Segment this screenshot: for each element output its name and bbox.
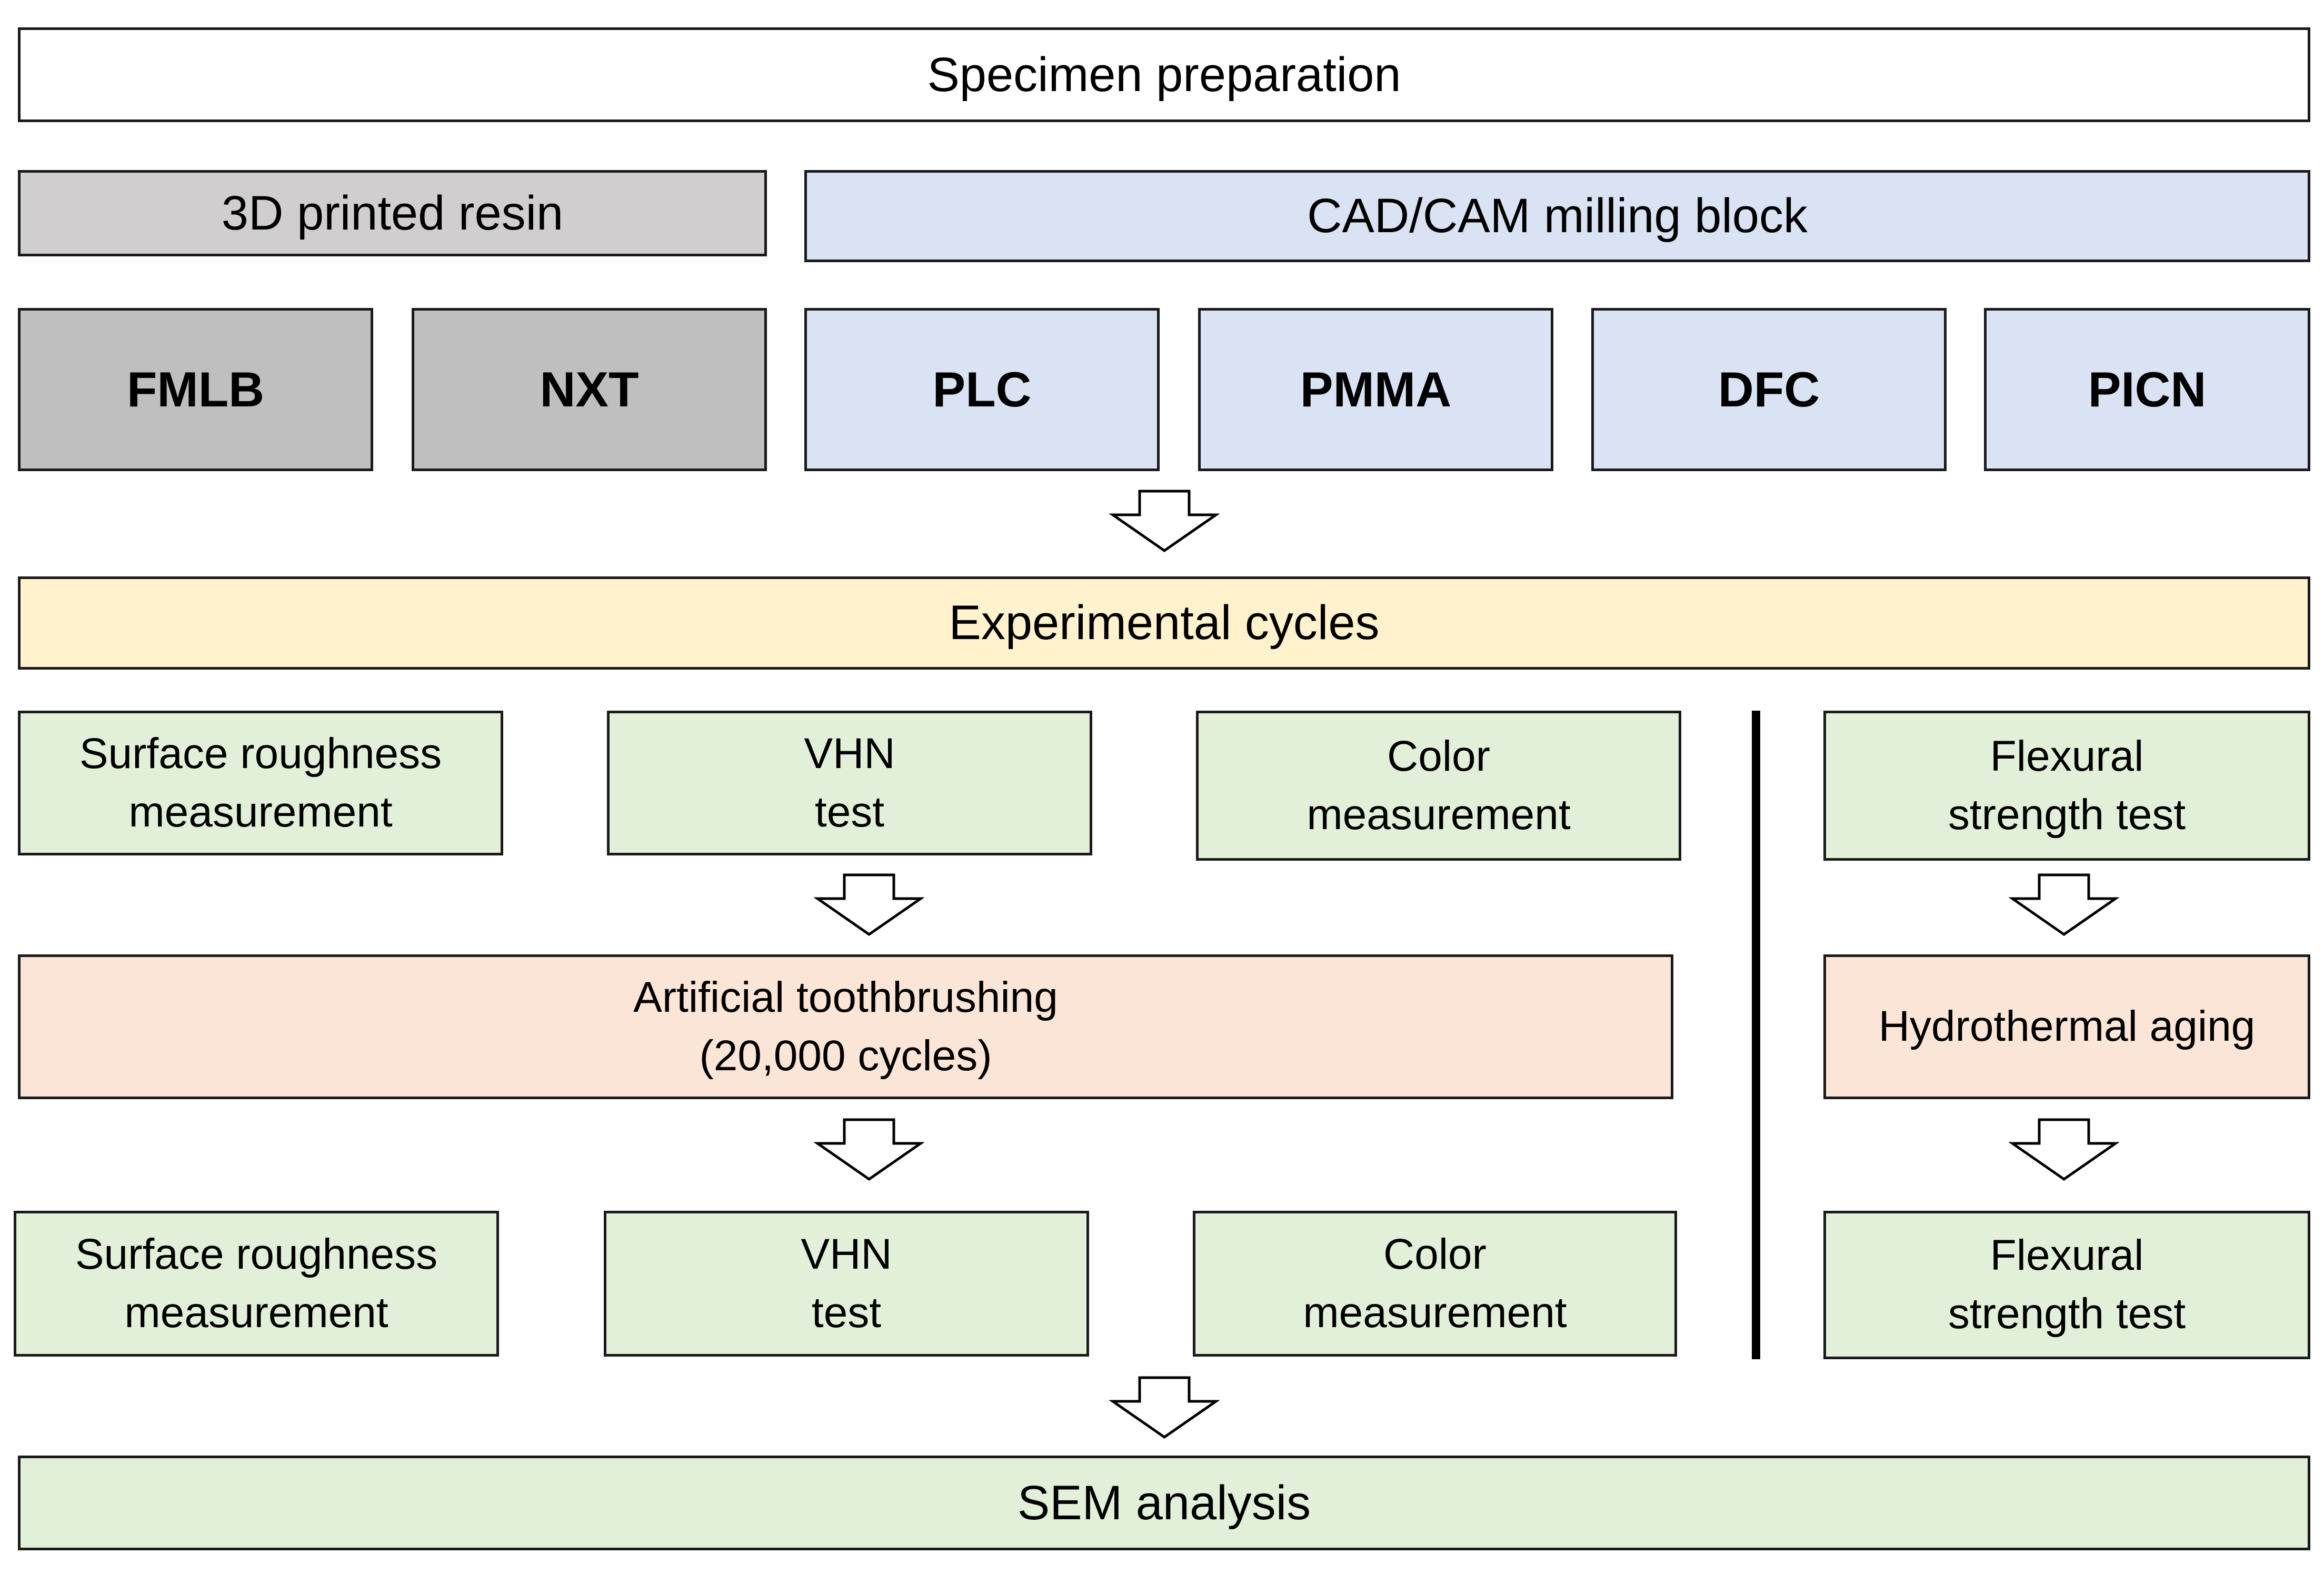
down-arrow-icon — [814, 1118, 924, 1181]
resin-group-box: 3D printed resin — [18, 170, 767, 256]
down-arrow-icon — [2009, 873, 2119, 937]
down-arrow-icon — [814, 873, 924, 937]
toothbrushing-box: Artificial toothbrushing (20,000 cycles) — [18, 954, 1673, 1099]
material-dfc: DFC — [1591, 308, 1947, 471]
material-pmma: PMMA — [1198, 308, 1553, 471]
material-picn: PICN — [1984, 308, 2310, 471]
pre-vhn-box: VHN test — [607, 711, 1092, 855]
specimen-preparation-box: Specimen preparation — [18, 27, 2310, 122]
down-arrow-icon — [1109, 1376, 1220, 1439]
down-arrow-icon — [1109, 490, 1220, 553]
material-fmlb: FMLB — [18, 308, 373, 471]
post-color-box: Color measurement — [1193, 1211, 1677, 1357]
experimental-cycles-box: Experimental cycles — [18, 576, 2310, 670]
pre-flexural-box: Flexural strength test — [1823, 711, 2310, 861]
post-flexural-box: Flexural strength test — [1823, 1211, 2310, 1359]
post-vhn-box: VHN test — [604, 1211, 1089, 1357]
sem-analysis-box: SEM analysis — [18, 1456, 2310, 1550]
cadcam-group-box: CAD/CAM milling block — [804, 170, 2310, 262]
pre-roughness-box: Surface roughness measurement — [18, 711, 503, 855]
material-plc: PLC — [804, 308, 1160, 471]
material-nxt: NXT — [412, 308, 767, 471]
post-roughness-box: Surface roughness measurement — [14, 1211, 499, 1357]
hydrothermal-aging-box: Hydrothermal aging — [1823, 954, 2310, 1099]
down-arrow-icon — [2009, 1118, 2119, 1181]
separator-line — [1752, 711, 1760, 1359]
pre-color-box: Color measurement — [1196, 711, 1681, 861]
